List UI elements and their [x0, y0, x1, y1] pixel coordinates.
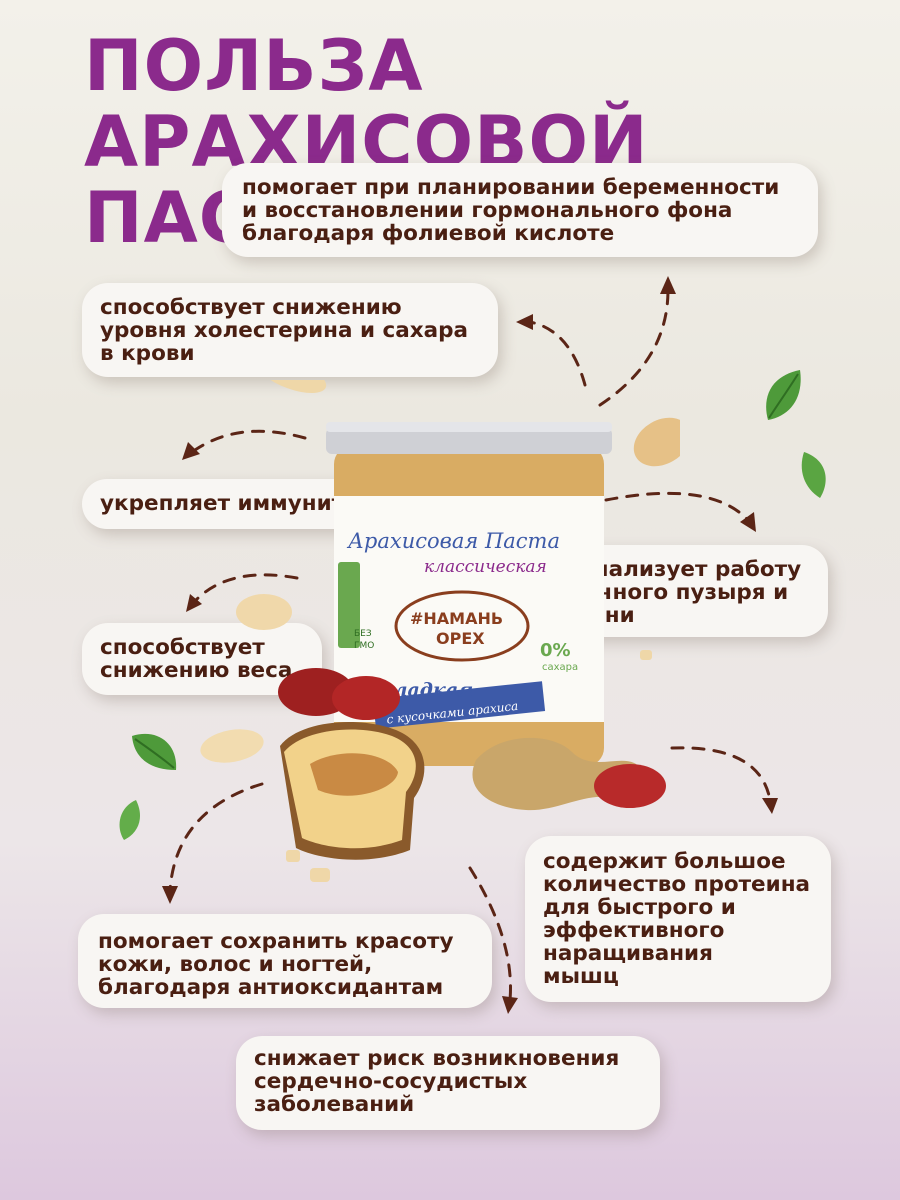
benefit-text-line: способствует [100, 635, 265, 660]
peanut-shell-icon [200, 380, 680, 763]
benefit-text-line: содержит большое [543, 849, 786, 874]
benefit-text-line: заболеваний [254, 1092, 415, 1117]
sweet-label: сладкая [382, 679, 473, 701]
leaf-icon [766, 370, 801, 420]
sugar-label: сахара [542, 662, 578, 673]
dashed-arrows [162, 276, 778, 1014]
benefit-text-line: и восстановлении гормонального фона [242, 198, 733, 223]
leaf-icon [119, 800, 140, 840]
benefit-text-line: укрепляет иммунитет [100, 491, 372, 516]
product-name: Арахисовая Паста [346, 529, 560, 553]
gmo-badge-line-2: ГМО [354, 641, 374, 651]
leaf-icon [132, 733, 177, 770]
benefit-text-line: для быстрого и [543, 895, 736, 920]
benefit-text-line: благодаря фолиевой кислоте [242, 221, 615, 246]
benefit-pregnancy: помогает при планировании беременности и… [222, 163, 818, 257]
benefit-text-line: уровня холестерина и сахара [100, 318, 469, 343]
gmo-badge-line-1: БЕЗ [354, 629, 372, 639]
page-title-line-1: Польза арахисовой [84, 25, 649, 183]
benefit-text-line: эффективного [543, 918, 725, 943]
benefit-text-line: наращивания [543, 941, 713, 966]
benefit-text-line: снижает риск возникновения [254, 1046, 620, 1071]
benefit-text-line: снижению веса [100, 658, 293, 683]
benefit-text-line: в крови [100, 341, 195, 366]
benefit-beauty: помогает сохранить красоту кожи, волос и… [78, 914, 492, 1008]
benefit-text-line: нормализует работу [546, 557, 802, 582]
product-variant: классическая [424, 557, 547, 577]
benefit-text-line: способствует снижению [100, 295, 402, 320]
peanut-icon [278, 668, 666, 811]
benefit-text-line: количество протеина [543, 872, 811, 897]
toast-icon [280, 722, 425, 860]
benefit-weight-loss: способствует снижению веса [82, 623, 322, 695]
leaf-icon [801, 452, 826, 498]
product-illustration: Арахисовая Паста классическая #НАМАНЬ ОР… [200, 380, 680, 882]
benefit-text-line: благодаря антиоксидантам [98, 975, 444, 1000]
brand-line-2: ОРЕХ [436, 629, 485, 648]
benefit-text-line: мышц [543, 964, 619, 989]
benefit-text-line: помогает при планировании беременности [242, 175, 780, 200]
benefit-text-line: сердечно-сосудистых [254, 1069, 528, 1094]
benefit-text-line: кожи, волос и ногтей, [98, 952, 373, 977]
brand-line-1: #НАМАНЬ [410, 609, 503, 628]
benefit-text-line: желчного пузыря и [546, 580, 789, 605]
benefit-heart: снижает риск возникновения сердечно-сосу… [236, 1036, 660, 1130]
benefit-protein: содержит большое количество протеина для… [525, 836, 831, 1002]
benefit-text-line: помогает сохранить красоту [98, 929, 454, 954]
benefit-cholesterol: способствует снижению уровня холестерина… [82, 283, 498, 377]
sugar-percent: 0% [540, 640, 571, 661]
